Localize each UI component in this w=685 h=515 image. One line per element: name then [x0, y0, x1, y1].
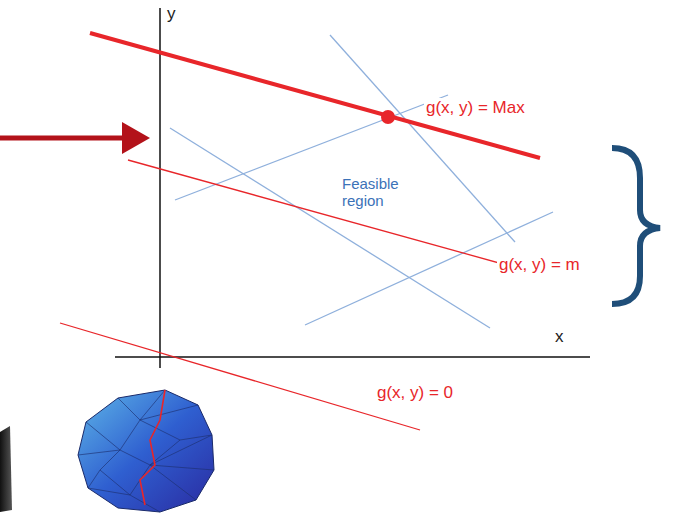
pointer-arrow — [0, 136, 128, 141]
objective-line — [128, 160, 510, 266]
polyhedron-illustration — [78, 390, 214, 512]
axis-label: x — [553, 327, 566, 347]
objective-label: g(x, y) = 0 — [375, 383, 455, 403]
pointer-arrowhead — [122, 122, 150, 154]
objective-label: g(x, y) = Max — [424, 98, 527, 118]
x-axis — [115, 356, 590, 358]
objective-label: g(x, y) = m — [497, 255, 582, 275]
curly-brace — [612, 148, 660, 304]
optimum-point — [381, 110, 395, 124]
max-objective-line — [90, 33, 540, 158]
axis-label: y — [165, 4, 178, 24]
box-illustration — [0, 426, 12, 512]
y-axis — [159, 8, 161, 368]
region-label: Feasible region — [340, 175, 414, 210]
constraint-lines — [170, 35, 553, 328]
